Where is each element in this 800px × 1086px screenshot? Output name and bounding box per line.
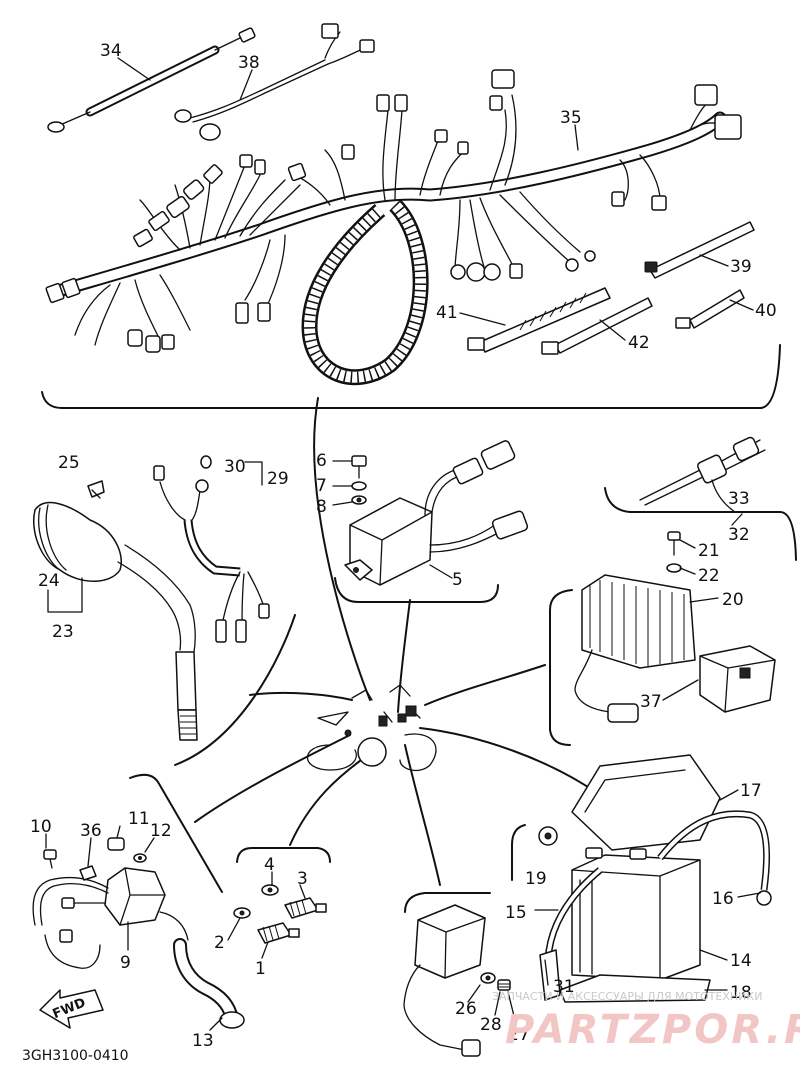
callout-31: 31 [553, 977, 575, 997]
callout-37: 37 [640, 692, 662, 712]
callout-8: 8 [316, 497, 327, 517]
callout-22: 22 [698, 566, 720, 586]
assembly-connection-hub [194, 397, 601, 886]
callout-24: 24 [38, 571, 60, 591]
callout-9: 9 [120, 953, 131, 973]
callout-18: 18 [730, 983, 752, 1003]
callout-30: 30 [224, 457, 246, 477]
callout-23: 23 [52, 622, 74, 642]
callout-4: 4 [264, 855, 275, 875]
callout-36: 36 [80, 821, 102, 841]
callout-33: 33 [728, 489, 750, 509]
watermark-caption: ЗАПЧАСТИ И АКСЕССУАРЫ ДЛЯ МОТОТЕХНИКИ [492, 990, 762, 1003]
callout-2: 2 [214, 933, 225, 953]
callout-17: 17 [740, 781, 762, 801]
callout-3: 3 [297, 869, 308, 889]
callout-21: 21 [698, 541, 720, 561]
callout-19: 19 [525, 869, 547, 889]
callout-28: 28 [480, 1015, 502, 1035]
callout-16: 16 [712, 889, 734, 909]
callout-25: 25 [58, 453, 80, 473]
callout-42: 42 [628, 333, 650, 353]
callout-35: 35 [560, 108, 582, 128]
callout-38: 38 [238, 53, 260, 73]
cdi-unit-group [334, 440, 529, 603]
callout-leaders [45, 57, 761, 1031]
cable-sleeve-group [33, 455, 296, 766]
callout-41: 41 [436, 303, 458, 323]
rectifier-regulator-group [549, 436, 797, 746]
battery-group [511, 754, 772, 1003]
neutral-switch-group [233, 847, 331, 944]
callout-32: 32 [728, 525, 750, 545]
callout-20: 20 [722, 590, 744, 610]
watermark-site: PARTZPOR.RU [505, 1007, 800, 1053]
callout-1: 1 [255, 959, 266, 979]
callout-34: 34 [100, 41, 122, 61]
callout-40: 40 [755, 301, 777, 321]
wire-harness-group [41, 23, 781, 409]
callout-27: 27 [508, 1025, 530, 1045]
callout-7: 7 [316, 476, 327, 496]
callout-12: 12 [150, 821, 172, 841]
watermark: ЗАПЧАСТИ И АКСЕССУАРЫ ДЛЯ МОТОТЕХНИКИ PA… [492, 990, 800, 1053]
callout-5: 5 [452, 570, 463, 590]
diagram-code: 3GH3100-0410 [22, 1048, 129, 1064]
callout-39: 39 [730, 257, 752, 277]
callout-26: 26 [455, 999, 477, 1019]
callout-15: 15 [505, 903, 527, 923]
switch-lead-group [32, 773, 245, 1029]
callout-11: 11 [128, 809, 150, 829]
callout-14: 14 [730, 951, 752, 971]
callout-29: 29 [267, 469, 289, 489]
callout-13: 13 [192, 1031, 214, 1051]
starter-relay-group [403, 892, 511, 1057]
callout-10: 10 [30, 817, 52, 837]
callout-6: 6 [316, 451, 327, 471]
